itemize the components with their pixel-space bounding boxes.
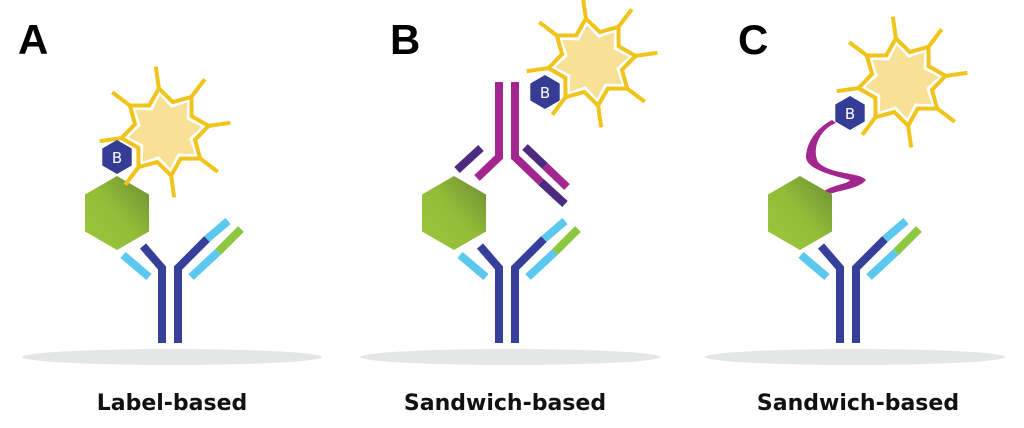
surface xyxy=(22,349,322,365)
panel-b: B B Sandwich-based xyxy=(360,0,669,416)
biotin-label: B xyxy=(540,84,550,102)
capture-antibody xyxy=(460,221,578,343)
fluorophore-star-icon xyxy=(515,0,669,139)
aptamer-linker xyxy=(806,120,866,196)
antigen xyxy=(422,176,486,250)
surface xyxy=(360,349,660,365)
panel-label: Sandwich-based xyxy=(404,391,606,416)
fluorophore-star-icon xyxy=(825,5,979,159)
antigen xyxy=(768,176,832,250)
panel-letter: C xyxy=(738,16,768,63)
antigen xyxy=(85,176,149,250)
panel-letter: B xyxy=(390,16,420,63)
panel-letter: A xyxy=(18,16,48,63)
surface xyxy=(705,349,1005,365)
panel-a: A B Label-based xyxy=(18,16,322,416)
biotin-label: B xyxy=(845,105,855,123)
capture-antibody xyxy=(123,221,241,343)
capture-antibody xyxy=(801,221,919,343)
panel-c: C B Sandwich-based xyxy=(705,5,1005,416)
panel-label: Sandwich-based xyxy=(757,391,959,416)
biotin-label: B xyxy=(112,149,122,167)
panel-label: Label-based xyxy=(97,391,248,416)
